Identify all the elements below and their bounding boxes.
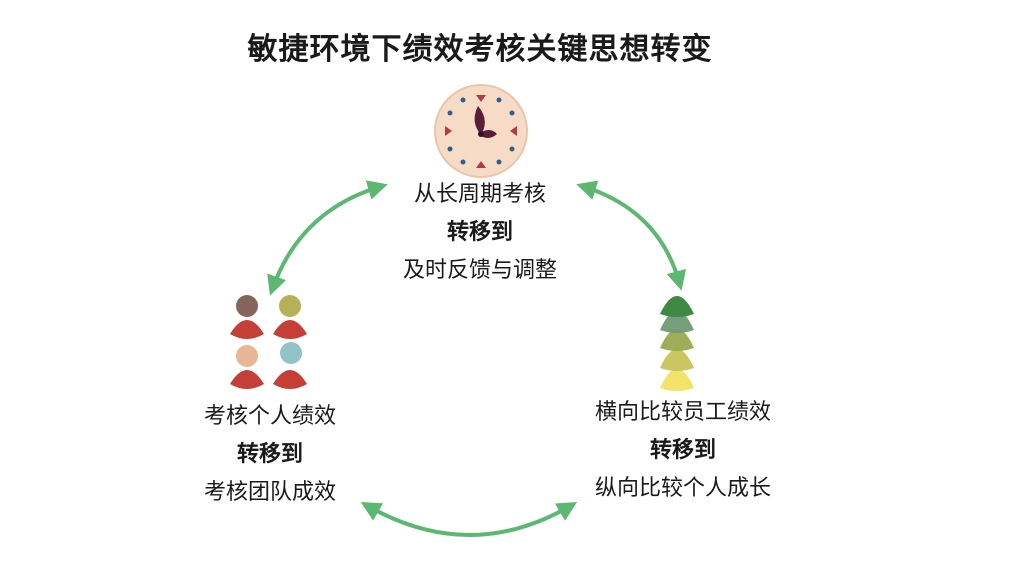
person-icon bbox=[273, 295, 307, 339]
page-title: 敏捷环境下绩效考核关键思想转变 bbox=[247, 32, 713, 67]
team-people-icon bbox=[230, 295, 307, 389]
arrow-left-to-right bbox=[360, 501, 578, 537]
clock-icon bbox=[434, 84, 528, 178]
node-to-text: 纵向比较个人成长 bbox=[594, 476, 771, 501]
node-time-feedback: 从长周期考核 转移到 及时反馈与调整 bbox=[360, 176, 600, 290]
person-icon bbox=[230, 295, 264, 339]
arrow-top-to-right bbox=[576, 180, 687, 291]
node-team-outcome: 考核个人绩效 转移到 考核团队成效 bbox=[155, 398, 385, 512]
node-from-text: 横向比较员工绩效 bbox=[594, 400, 771, 425]
growth-stack-icon bbox=[660, 296, 694, 391]
node-to-text: 考核团队成效 bbox=[203, 480, 336, 505]
node-connector-text: 转移到 bbox=[236, 442, 303, 467]
person-icon bbox=[273, 342, 307, 389]
node-personal-growth: 横向比较员工绩效 转移到 纵向比较个人成长 bbox=[548, 394, 818, 508]
node-from-text: 考核个人绩效 bbox=[203, 404, 336, 429]
node-from-text: 从长周期考核 bbox=[413, 182, 546, 207]
person-icon bbox=[230, 345, 264, 389]
node-connector-text: 转移到 bbox=[446, 220, 513, 245]
node-connector-text: 转移到 bbox=[649, 438, 716, 463]
node-to-text: 及时反馈与调整 bbox=[402, 258, 557, 283]
arrow-top-to-left bbox=[267, 180, 388, 296]
